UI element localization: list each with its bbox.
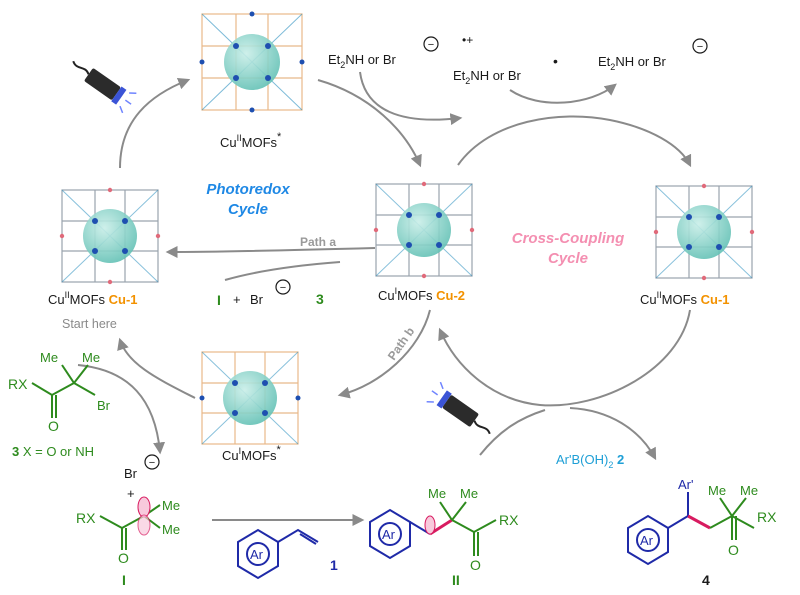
photoredox-title: Photoredox	[206, 181, 290, 198]
intermediate-II-o: O	[470, 557, 481, 573]
svg-text:I: I	[217, 292, 221, 308]
svg-text:Et2NH or Br: Et2NH or Br	[328, 52, 397, 70]
alkene-number: 1	[330, 557, 338, 573]
arrow-top-to-center	[317, 79, 422, 168]
arrow-left-to-top	[119, 77, 191, 169]
arrow-II-into-cycle	[479, 409, 546, 456]
arrow-radical-to-donor	[509, 83, 617, 104]
mof-center-label: CuIMOFs Cu-2	[378, 286, 465, 303]
product-4-o: O	[728, 542, 739, 558]
styrene-structure	[237, 528, 319, 580]
reagent-3-caption: 3 X = O or NH	[12, 444, 94, 459]
mof-left	[59, 187, 161, 285]
arrow-right-to-center	[438, 309, 691, 407]
arrow-path-b	[337, 309, 431, 399]
svg-text:+: +	[233, 292, 241, 307]
intermediate-I-me2: Me	[162, 522, 180, 537]
reagent-3-me1: Me	[40, 350, 58, 365]
mof-right	[653, 183, 755, 281]
svg-text:−: −	[697, 41, 703, 53]
mof-bottom-label: CuIMOFs*	[222, 444, 282, 463]
plus-bottom: +	[127, 486, 135, 501]
svg-text:•+: •+	[462, 33, 473, 47]
crosscoupling-title-line2: Cycle	[548, 250, 588, 267]
intermediate-II-rx: RX	[499, 512, 519, 528]
radical-orbital	[137, 496, 151, 518]
svg-text:−: −	[428, 39, 434, 51]
led-lamp-icon	[426, 381, 491, 435]
minus-charge-icon	[692, 38, 708, 54]
intermediate-II-me2: Me	[460, 486, 478, 501]
intermediate-I-label: I	[122, 572, 126, 588]
intermediate-I-rx: RX	[76, 510, 96, 526]
svg-text:Br: Br	[250, 292, 264, 307]
donor-radical: •+ Et2NH or Br •	[453, 33, 558, 86]
cycle-arrows	[77, 71, 692, 526]
path-a-species: I + Br − 3	[217, 279, 324, 308]
mof-bottom	[199, 351, 301, 445]
mof-top-label: CuIIMOFs*	[220, 131, 282, 150]
br-bottom: Br	[124, 466, 138, 481]
svg-text:3: 3	[316, 291, 324, 307]
product-4-ar-prime: Ar'	[678, 477, 693, 492]
arrow-reagent3-branch	[224, 261, 341, 281]
minus-charge-icon	[423, 36, 439, 52]
radical-orbital-lower	[137, 514, 151, 536]
donor-top-left: Et2NH or Br −	[328, 36, 439, 70]
path-a-label: Path a	[300, 235, 336, 249]
reagent-3-me2: Me	[82, 350, 100, 365]
arrow-path-a	[165, 245, 376, 258]
reagent-3-br: Br	[97, 398, 111, 413]
donor-right: Et2NH or Br −	[598, 38, 708, 72]
mof-right-label: CuIIMOFs Cu-1	[640, 290, 730, 307]
intermediate-I-structure	[99, 504, 161, 550]
photoredox-title-line2: Cycle	[228, 201, 268, 218]
intermediate-II-label: II	[452, 572, 460, 588]
mof-left-label: CuIIMOFs Cu-1	[48, 290, 138, 307]
styrene-ar: Ar	[250, 547, 264, 562]
arrow-boronic-to-product	[569, 407, 657, 461]
product-number: 4	[702, 572, 710, 588]
mof-top	[199, 11, 305, 113]
arrow-bottom-to-left	[117, 337, 196, 399]
mof-center	[373, 181, 475, 279]
minus-charge-icon	[144, 454, 160, 470]
arrow-reagent3-to-br	[77, 364, 166, 455]
intermediate-I-me1: Me	[162, 498, 180, 513]
intermediate-II-ar: Ar	[382, 527, 396, 542]
minus-charge-icon	[275, 279, 291, 295]
svg-text:•: •	[553, 53, 558, 69]
reagent-3-o: O	[48, 418, 59, 434]
intermediate-II-me1: Me	[428, 486, 446, 501]
path-b-label: Path b	[385, 325, 418, 363]
product-4-structure	[627, 492, 755, 566]
svg-text:−: −	[149, 457, 155, 469]
arrow-donor-branch	[359, 71, 463, 126]
intermediate-I-o: O	[118, 550, 129, 566]
reagent-3-rx: RX	[8, 376, 28, 392]
product-4-ar: Ar	[640, 533, 654, 548]
product-4-me2: Me	[740, 483, 758, 498]
product-4-me1: Me	[708, 483, 726, 498]
product-4-rx: RX	[757, 509, 777, 525]
boronic-acid-label: Ar'B(OH)2 2	[556, 452, 624, 470]
crosscoupling-title: Cross-Coupling	[512, 230, 625, 247]
svg-text:Et2NH or Br: Et2NH or Br	[598, 54, 667, 72]
reagent-3-structure	[31, 364, 96, 418]
svg-text:−: −	[280, 282, 286, 294]
start-here-label: Start here	[62, 317, 117, 331]
led-lamp-icon	[72, 60, 137, 114]
radical-orbital	[424, 515, 436, 535]
svg-text:Et2NH or Br: Et2NH or Br	[453, 68, 522, 86]
arrow-center-to-right	[457, 115, 692, 168]
